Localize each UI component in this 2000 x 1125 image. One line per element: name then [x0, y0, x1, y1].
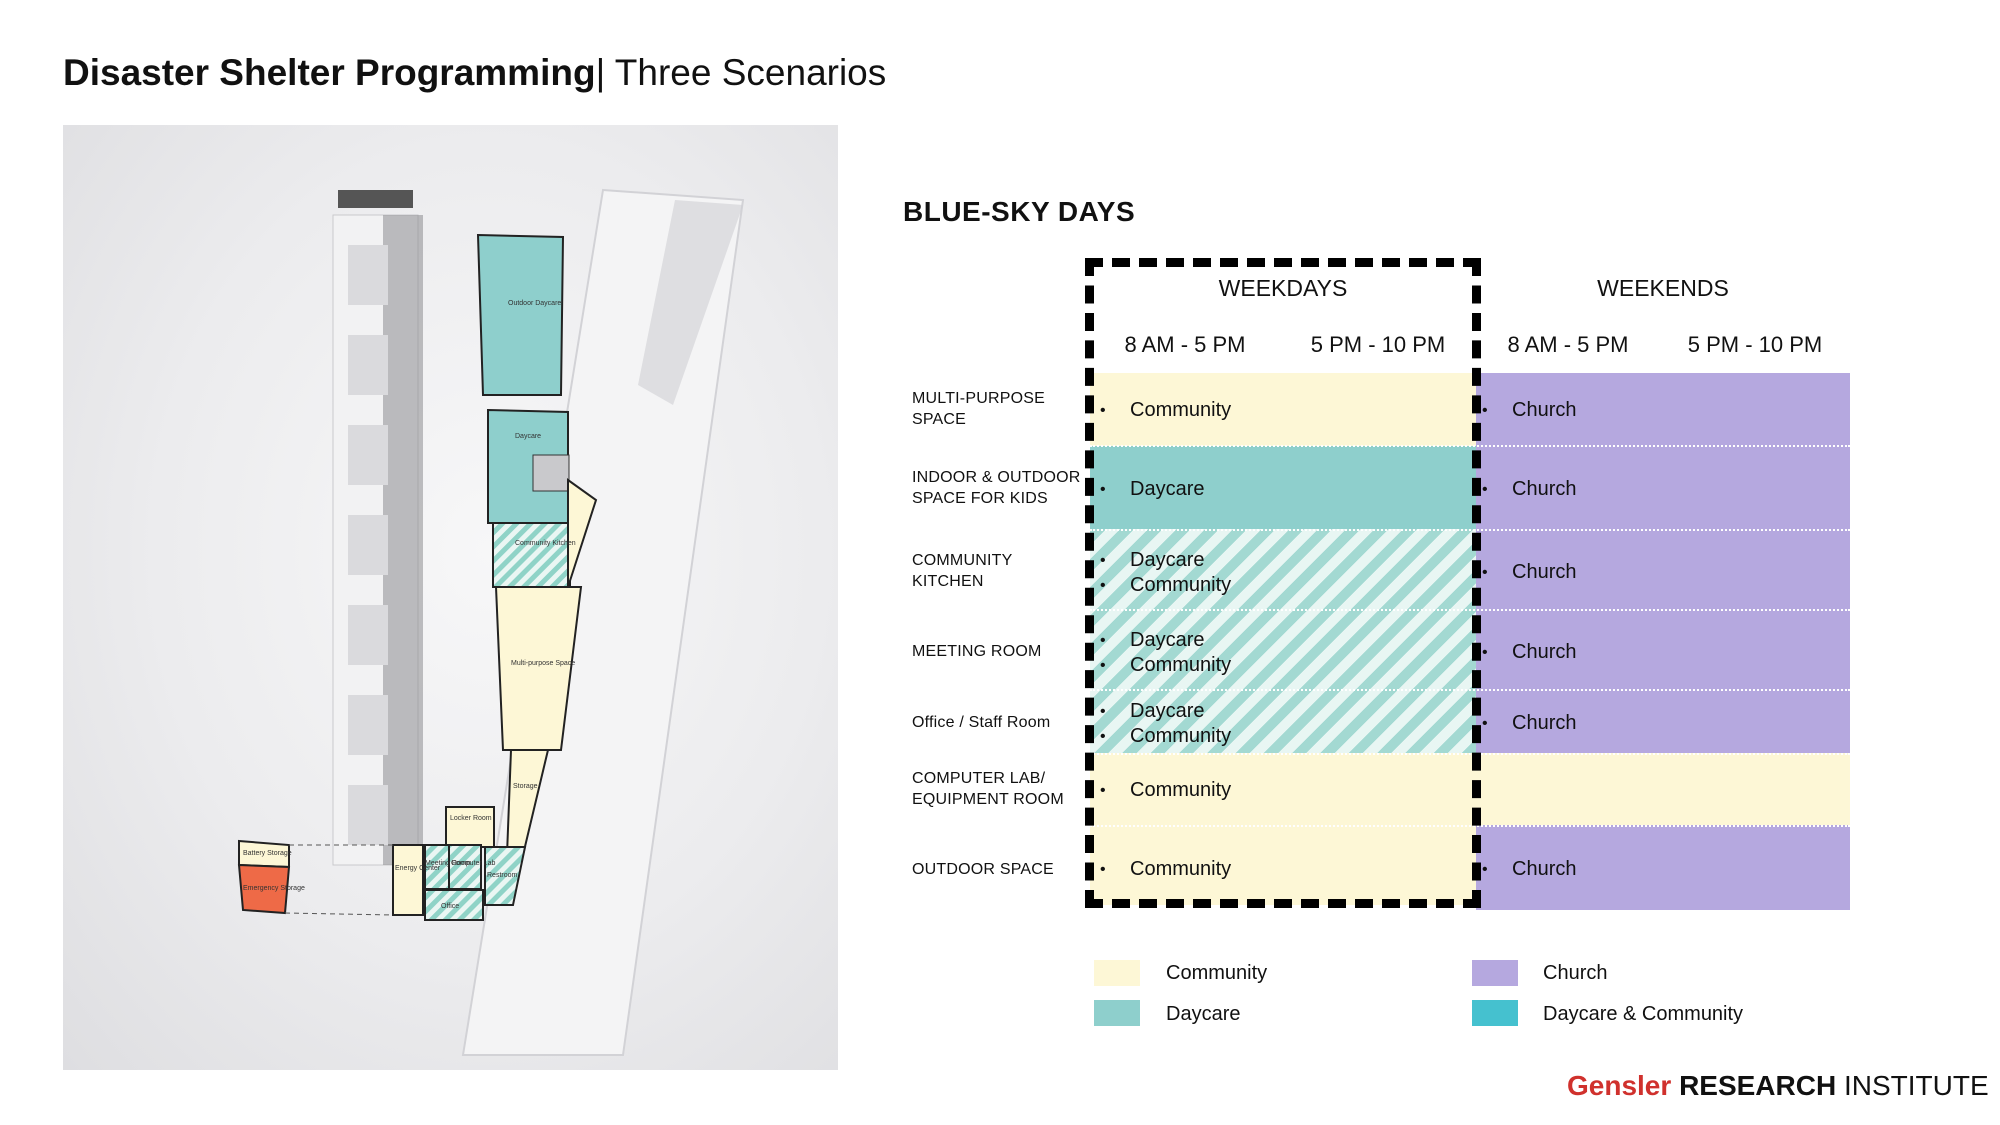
- list-item: •Daycare: [1100, 478, 1205, 500]
- row-separator: [1090, 609, 1850, 611]
- plan-label: Meeting Room: [425, 860, 471, 867]
- list-item: •Church: [1482, 478, 1577, 500]
- row-separator: [1090, 689, 1850, 691]
- row-separator: [1090, 753, 1850, 755]
- column-header-weekdays: WEEKDAYS: [1218, 275, 1348, 301]
- list-item: •Community: [1100, 574, 1232, 596]
- row-label-community-kitchen: COMMUNITY KITCHEN: [912, 552, 1013, 590]
- legend-label-daycare-community: Daycare & Community: [1543, 1003, 1744, 1025]
- legend-swatch-church: [1472, 960, 1518, 986]
- shelter-building: [392, 233, 598, 921]
- plan-outdoor-daycare: [476, 233, 565, 396]
- row-label-multi-purpose: MULTI-PURPOSE SPACE: [912, 390, 1045, 428]
- plan-label: Restroom: [487, 872, 518, 879]
- legend-label-church: Church: [1543, 962, 1608, 984]
- row-label-kids-space: INDOOR & OUTDOOR SPACE FOR KIDS: [912, 469, 1081, 507]
- legend-swatch-community: [1094, 960, 1140, 986]
- row-separator: [1090, 529, 1850, 531]
- plan-label: Daycare: [515, 433, 541, 440]
- plan-label: Computer Lab: [451, 860, 495, 867]
- column-header-weekends: WEEKENDS: [1597, 275, 1729, 301]
- time-header: 5 PM - 10 PM: [1310, 332, 1446, 357]
- list-item: •Daycare: [1100, 629, 1205, 651]
- page-title: Disaster Shelter Programming| Three Scen…: [63, 52, 886, 94]
- list-item: •Church: [1482, 858, 1577, 880]
- plan-daycare-annex: [567, 478, 598, 588]
- plan-energy-center: [392, 844, 424, 916]
- plan-community-kitchen: [492, 522, 571, 588]
- gensler-logo: Gensler RESEARCH INSTITUTE: [1567, 1070, 1989, 1101]
- plan-label: Battery Storage: [243, 850, 292, 857]
- cell-weekday-kids-space: [1090, 446, 1476, 529]
- time-header: 8 AM - 5 PM: [1124, 332, 1246, 357]
- title-separator: |: [595, 52, 606, 93]
- residential-units: [332, 190, 423, 866]
- section-title: BLUE-SKY DAYS: [903, 196, 1136, 227]
- time-header: 5 PM - 10 PM: [1687, 332, 1823, 357]
- row-label-office: Office / Staff Room: [912, 714, 1051, 731]
- row-label-computer-lab: COMPUTER LAB/ EQUIPMENT ROOM: [912, 770, 1064, 808]
- plan-restroom: [484, 846, 527, 906]
- connector-line: [284, 912, 394, 916]
- list-item: •Church: [1482, 712, 1577, 734]
- list-item: •Church: [1482, 641, 1577, 663]
- legend-swatch-daycare: [1094, 1000, 1140, 1026]
- legend-swatch-daycare-community: [1472, 1000, 1518, 1026]
- plan-label: Multi-purpose Space: [511, 660, 575, 667]
- plan-meeting-room: [424, 844, 450, 890]
- list-item: •Community: [1100, 654, 1232, 676]
- list-item: •Daycare: [1100, 549, 1205, 571]
- list-item: •Church: [1482, 399, 1577, 421]
- plan-core: [532, 454, 570, 492]
- row-separator: [1090, 825, 1850, 827]
- time-header: 8 AM - 5 PM: [1507, 332, 1629, 357]
- plan-label: Office: [441, 903, 459, 910]
- plan-label: Locker Room: [450, 815, 492, 822]
- row-label-outdoor-space: OUTDOOR SPACE: [912, 861, 1054, 878]
- plan-locker-room: [445, 806, 495, 848]
- cell-weekend-outdoor: [1476, 825, 1850, 910]
- list-item: •Church: [1482, 561, 1577, 583]
- plan-label: Storage: [513, 783, 538, 790]
- list-item: •Daycare: [1100, 700, 1205, 722]
- legend-label-daycare: Daycare: [1166, 1003, 1241, 1025]
- list-item: •Community: [1100, 399, 1232, 421]
- list-item: •Community: [1100, 858, 1232, 880]
- cell-weekday-multi-purpose: [1090, 373, 1476, 446]
- list-item: •Community: [1100, 725, 1232, 747]
- weekday-highlight-frame: [1085, 258, 1481, 908]
- plan-label: Community Kitchen: [515, 540, 576, 547]
- floor-plan-panel: Outdoor Daycare Daycare Community Kitche…: [63, 125, 838, 1070]
- title-subtitle: Three Scenarios: [605, 52, 887, 93]
- plan-label: Energy Center: [395, 865, 441, 872]
- cell-weekday-community-lower: [1090, 753, 1476, 905]
- plan-label: Outdoor Daycare: [508, 300, 561, 307]
- plan-multi-purpose: [494, 586, 583, 751]
- list-item: •Community: [1100, 779, 1232, 801]
- title-bold: Disaster Shelter Programming: [63, 52, 596, 93]
- row-label-meeting-room: MEETING ROOM: [912, 643, 1042, 660]
- row-separator: [1090, 445, 1850, 447]
- cell-weekend-computer-lab: [1476, 753, 1850, 825]
- plan-office: [424, 889, 484, 921]
- plan-computer-lab: [448, 844, 482, 890]
- floor-plan-drawing: Outdoor Daycare Daycare Community Kitche…: [237, 188, 745, 1056]
- cell-weekday-shared: [1090, 529, 1476, 753]
- road-shadow: [638, 200, 743, 405]
- plan-label: Emergency Storage: [243, 885, 305, 892]
- legend-label-community: Community: [1166, 962, 1268, 984]
